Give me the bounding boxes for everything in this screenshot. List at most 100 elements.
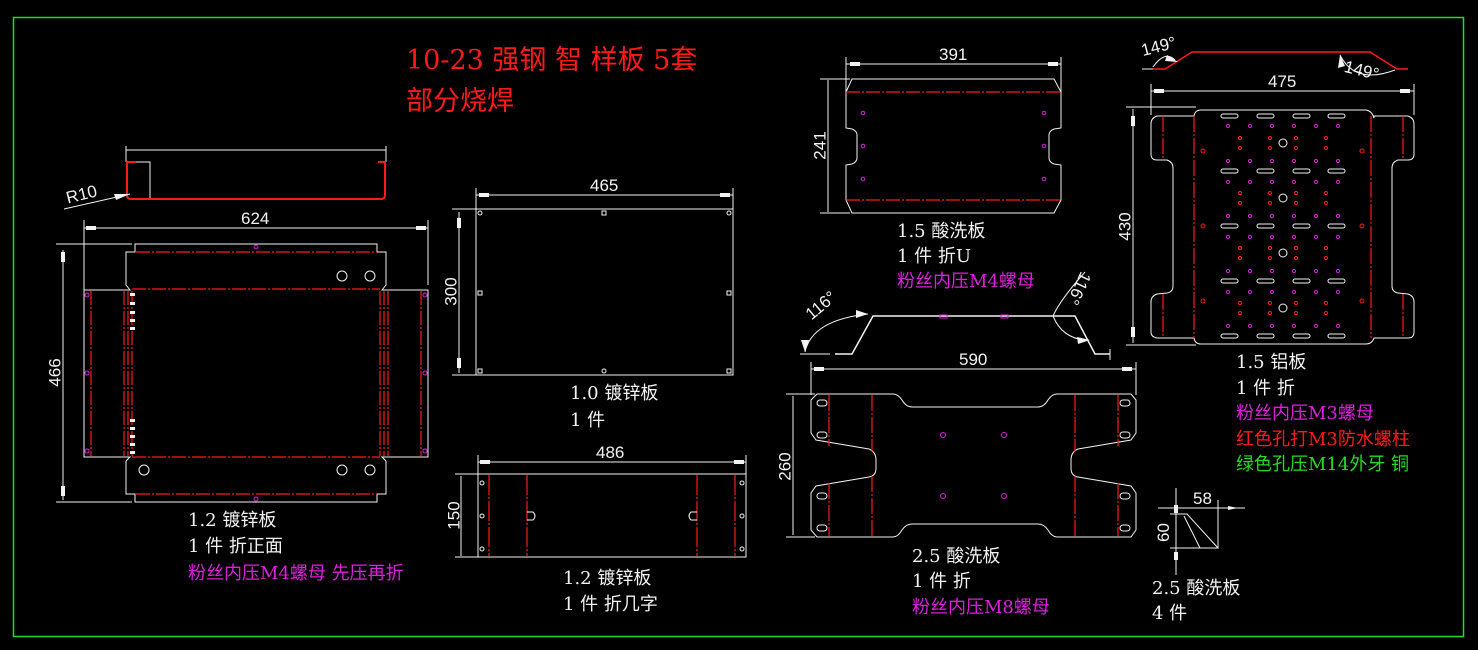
- m3-nut-hole: [1313, 158, 1319, 164]
- standoff-hole: [1293, 310, 1299, 316]
- m3-nut-hole: [1291, 323, 1297, 329]
- m3-nut-hole: [1291, 289, 1297, 295]
- standoff-hole: [1237, 135, 1243, 141]
- part1-flat-pattern: [56, 220, 429, 503]
- part2-width-dim: 465: [590, 176, 619, 195]
- part1-material: 1.2 镀锌板: [188, 510, 277, 531]
- m3-nut-hole: [1247, 213, 1253, 219]
- part2-panel: [452, 188, 734, 376]
- part4-height-dim: 241: [810, 131, 830, 160]
- part6-height-dim: 430: [1115, 212, 1135, 241]
- part5-material: 2.5 酸洗板: [912, 546, 1001, 567]
- m3-nut-hole: [1247, 234, 1253, 240]
- slot-hole: [1327, 333, 1346, 339]
- slot-hole: [1256, 223, 1275, 229]
- m3-nut-hole: [1335, 289, 1341, 295]
- standoff-hole: [1237, 145, 1243, 151]
- slot-hole: [1327, 223, 1346, 229]
- part5-note-nut: 粉丝内压M8螺母: [912, 597, 1050, 618]
- part4-qty: 1 件 折U: [897, 246, 972, 267]
- standoff-hole: [1323, 190, 1329, 196]
- slot-hole: [1256, 333, 1275, 339]
- part6-flat-pattern: [1126, 84, 1415, 346]
- standoff-hole: [1323, 145, 1329, 151]
- m3-nut-hole: [1225, 323, 1231, 329]
- standoff-hole: [1323, 255, 1329, 261]
- slot-hole: [1256, 168, 1275, 174]
- drawing-title-line2: 部分烧焊: [406, 86, 514, 117]
- standoff-hole: [1267, 135, 1273, 141]
- m3-nut-hole: [1291, 158, 1297, 164]
- m3-nut-hole: [1225, 179, 1231, 185]
- m3-nut-hole: [1269, 123, 1275, 129]
- standoff-hole: [1293, 200, 1299, 206]
- part6-note-copper: 绿色孔压M14外牙 铜: [1236, 454, 1410, 475]
- center-hole: [1278, 248, 1288, 258]
- standoff-hole: [1359, 148, 1365, 154]
- standoff-hole: [1323, 200, 1329, 206]
- m3-nut-hole: [1313, 234, 1319, 240]
- standoff-hole: [1359, 298, 1365, 304]
- part6-note-nut: 粉丝内压M3螺母: [1236, 403, 1374, 424]
- standoff-hole: [1293, 145, 1299, 151]
- center-hole: [1278, 193, 1288, 203]
- drawing-frame: [12, 16, 1465, 638]
- drawing-title-line1: 10-23 强钢 智 样板 5套: [406, 45, 698, 76]
- standoff-hole: [1267, 255, 1273, 261]
- m3-nut-hole: [1269, 158, 1275, 164]
- slot-hole: [1220, 113, 1239, 119]
- m3-nut-hole: [1247, 289, 1253, 295]
- m3-nut-hole: [1225, 289, 1231, 295]
- slot-hole: [1256, 113, 1275, 119]
- slot-hole: [1292, 223, 1311, 229]
- m3-nut-hole: [1291, 234, 1297, 240]
- part5-qty: 1 件 折: [912, 571, 971, 592]
- m3-nut-hole: [1225, 234, 1231, 240]
- center-hole: [1278, 138, 1288, 148]
- slot-hole: [1220, 333, 1239, 339]
- standoff-hole: [1293, 245, 1299, 251]
- standoff-hole: [1267, 200, 1273, 206]
- slot-hole: [1292, 333, 1311, 339]
- slot-hole: [1327, 278, 1346, 284]
- standoff-hole: [1267, 310, 1273, 316]
- m3-nut-hole: [1335, 179, 1341, 185]
- standoff-hole: [1237, 300, 1243, 306]
- part2-qty: 1 件: [570, 410, 606, 431]
- m3-nut-hole: [1291, 268, 1297, 274]
- slot-hole: [1220, 278, 1239, 284]
- m3-nut-hole: [1247, 323, 1253, 329]
- m3-nut-hole: [1335, 158, 1341, 164]
- m3-nut-hole: [1269, 234, 1275, 240]
- m3-nut-hole: [1225, 158, 1231, 164]
- standoff-hole: [1237, 200, 1243, 206]
- m3-nut-hole: [1269, 179, 1275, 185]
- standoff-hole: [1237, 310, 1243, 316]
- standoff-hole: [1267, 145, 1273, 151]
- standoff-hole: [1267, 300, 1273, 306]
- part3-height-dim: 150: [444, 501, 464, 530]
- slot-hole: [1220, 223, 1239, 229]
- m3-nut-hole: [1313, 323, 1319, 329]
- part4-material: 1.5 酸洗板: [897, 221, 986, 242]
- center-hole: [1278, 303, 1288, 313]
- m3-nut-hole: [1313, 268, 1319, 274]
- m3-nut-hole: [1247, 158, 1253, 164]
- m3-nut-hole: [1335, 213, 1341, 219]
- part3-panel: [455, 455, 747, 558]
- m3-nut-hole: [1313, 289, 1319, 295]
- standoff-hole: [1293, 300, 1299, 306]
- part6-note-standoff: 红色孔打M3防水螺柱: [1236, 429, 1410, 450]
- part1-width-dim: 624: [241, 209, 270, 228]
- m3-nut-hole: [1313, 123, 1319, 129]
- part6-qty: 1 件 折: [1236, 378, 1295, 399]
- standoff-hole: [1237, 245, 1243, 251]
- standoff-hole: [1323, 245, 1329, 251]
- standoff-hole: [1293, 190, 1299, 196]
- m3-nut-hole: [1335, 268, 1341, 274]
- part6-material: 1.5 铝板: [1236, 352, 1307, 373]
- m3-nut-hole: [1269, 323, 1275, 329]
- part5-profile: [800, 271, 1111, 360]
- part1-profile: [63, 146, 387, 210]
